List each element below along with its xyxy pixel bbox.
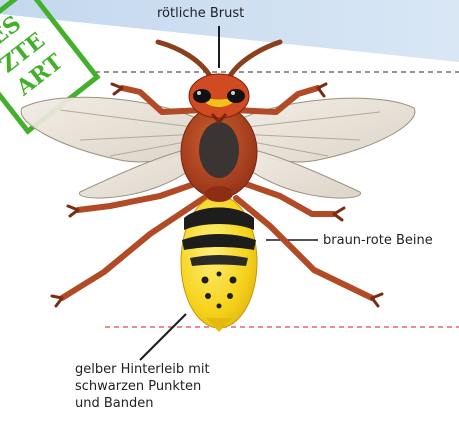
- waist: [205, 186, 233, 202]
- label-yellow-abdomen: gelber Hinterleib mit schwarzen Punkten …: [75, 361, 275, 412]
- left-antenna: [158, 42, 210, 76]
- label-yellow-abdomen-line-2: schwarzen Punkten: [75, 378, 275, 395]
- right-antenna: [230, 42, 280, 76]
- right-eye: [227, 89, 245, 103]
- thorax-dark-patch: [199, 122, 239, 178]
- label-brown-red-legs: braun-rote Beine: [323, 233, 433, 249]
- label-reddish-thorax: rötliche Brust: [157, 6, 244, 22]
- label-yellow-abdomen-line-3: und Banden: [75, 395, 275, 412]
- left-eye: [193, 89, 211, 103]
- hornet-illustration-icon: [21, 42, 415, 332]
- label-yellow-abdomen-line-1: gelber Hinterleib mit: [75, 361, 275, 378]
- abdomen-band-3: [190, 255, 248, 266]
- bottom-pointer-line: [140, 314, 186, 360]
